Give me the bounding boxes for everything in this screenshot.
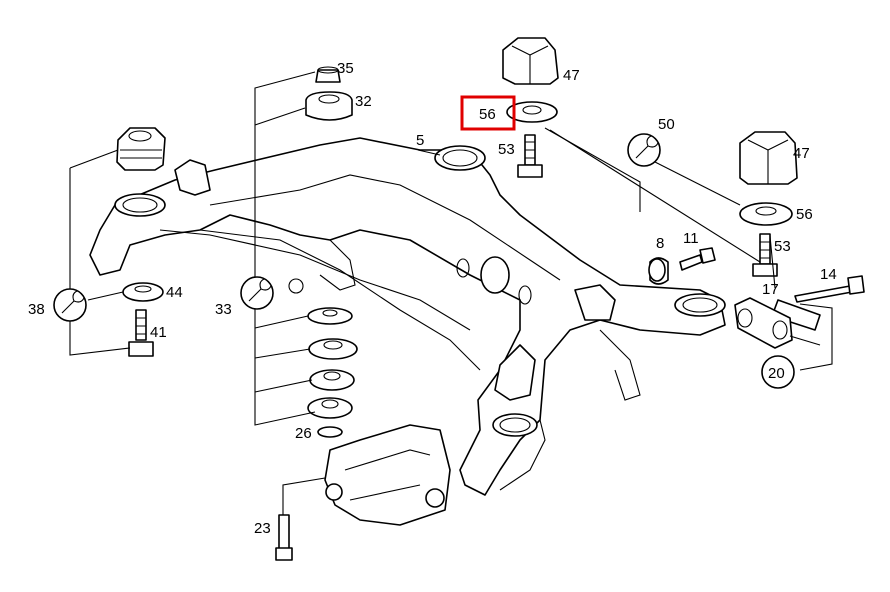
label-23: 23	[254, 520, 271, 537]
bolt-53-right	[752, 233, 778, 277]
washer-26	[317, 426, 343, 438]
circle-callout-20	[761, 355, 795, 389]
bushing-47-right	[739, 131, 798, 185]
label-5: 5	[416, 132, 424, 149]
differential-housing	[324, 424, 451, 526]
washer-44	[122, 282, 164, 302]
label-47-right: 47	[793, 145, 810, 162]
highlight-box	[460, 95, 516, 131]
label-32: 32	[355, 93, 372, 110]
rear-axle-subframe	[89, 137, 726, 496]
label-20: 20	[768, 365, 785, 382]
bushing-left	[116, 127, 166, 171]
label-53-right: 53	[774, 238, 791, 255]
label-56-highlighted: 56	[479, 106, 496, 123]
bolt-41	[128, 309, 154, 357]
label-11: 11	[683, 230, 699, 247]
nut-35	[315, 66, 341, 83]
label-47-top: 47	[563, 67, 580, 84]
label-41: 41	[150, 324, 167, 341]
label-44: 44	[166, 284, 183, 301]
mount-20	[734, 297, 793, 349]
bolt-53-top	[517, 134, 543, 178]
label-8: 8	[656, 235, 664, 252]
wrench-icon	[53, 288, 87, 322]
label-33: 33	[215, 301, 232, 318]
bushing-8	[648, 257, 669, 285]
bushing-32	[305, 91, 353, 121]
leader-lines	[69, 71, 833, 515]
washer-56-right	[739, 202, 793, 226]
label-35: 35	[337, 60, 354, 77]
label-53-top: 53	[498, 141, 515, 158]
label-56-right: 56	[796, 206, 813, 223]
label-14: 14	[820, 266, 837, 283]
wrench-icon	[240, 276, 274, 310]
bolt-14	[794, 275, 865, 303]
label-17: 17	[762, 281, 779, 298]
label-26: 26	[295, 425, 312, 442]
bolt-23	[275, 514, 293, 561]
bushing-47-top	[502, 37, 559, 85]
washer-stack-33	[307, 307, 358, 419]
label-38: 38	[28, 301, 45, 318]
bolt-11	[679, 247, 716, 271]
wrench-icon	[627, 133, 661, 167]
washer-56-top	[506, 101, 558, 123]
label-50: 50	[658, 116, 675, 133]
